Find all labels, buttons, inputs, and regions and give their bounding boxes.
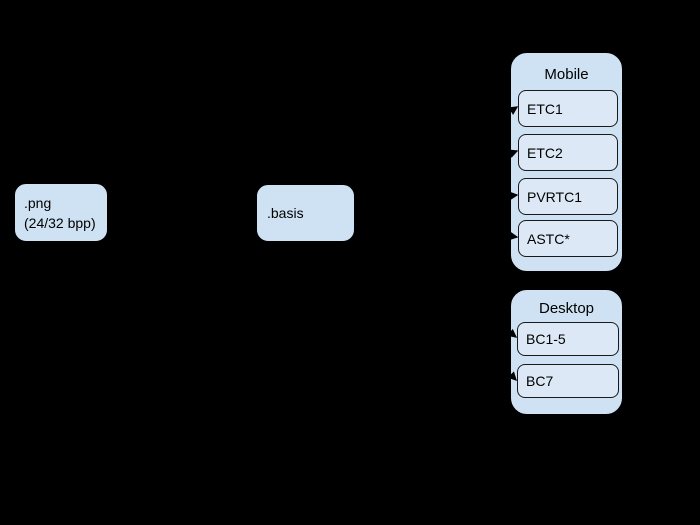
connector-basis-to-astc <box>354 212 519 241</box>
format-item-etc1: ETC1 <box>518 90 618 127</box>
mobile-group-title: Mobile <box>544 66 589 83</box>
basis-node-label: .basis <box>267 205 304 221</box>
format-item-pvrtc1: PVRTC1 <box>518 178 618 215</box>
format-item-bc1-5-label: BC1-5 <box>526 331 566 347</box>
connector-basis-to-bc7 <box>354 212 517 381</box>
mobile-group: Mobile ETC1 ETC2 PVRTC1 ASTC* <box>510 52 623 272</box>
format-item-astc-label: ASTC* <box>527 230 570 247</box>
format-item-etc2: ETC2 <box>518 134 618 171</box>
png-node-label-line2: (24/32 bpp) <box>24 214 96 231</box>
desktop-group-title: Desktop <box>538 300 595 317</box>
format-item-bc7-label: BC7 <box>526 373 554 389</box>
format-item-etc1-label: ETC1 <box>527 100 563 117</box>
connector-basis-to-pvrtc1 <box>354 191 519 214</box>
png-node: .png (24/32 bpp) <box>14 183 108 242</box>
format-item-bc7: BC7 <box>517 364 619 398</box>
desktop-group: Desktop BC1-5 BC7 <box>510 289 623 415</box>
format-item-astc: ASTC* <box>518 220 618 257</box>
format-item-etc2-label: ETC2 <box>527 144 563 161</box>
format-item-pvrtc1-label: PVRTC1 <box>527 188 582 205</box>
connector-basis-to-etc2 <box>354 149 519 214</box>
format-item-bc1-5: BC1-5 <box>517 322 619 356</box>
png-node-label-line1: .png <box>24 194 52 211</box>
connector-basis-to-bc1-5 <box>354 212 518 338</box>
basis-node: .basis <box>256 184 355 242</box>
connector-basis-to-etc1 <box>354 106 519 214</box>
